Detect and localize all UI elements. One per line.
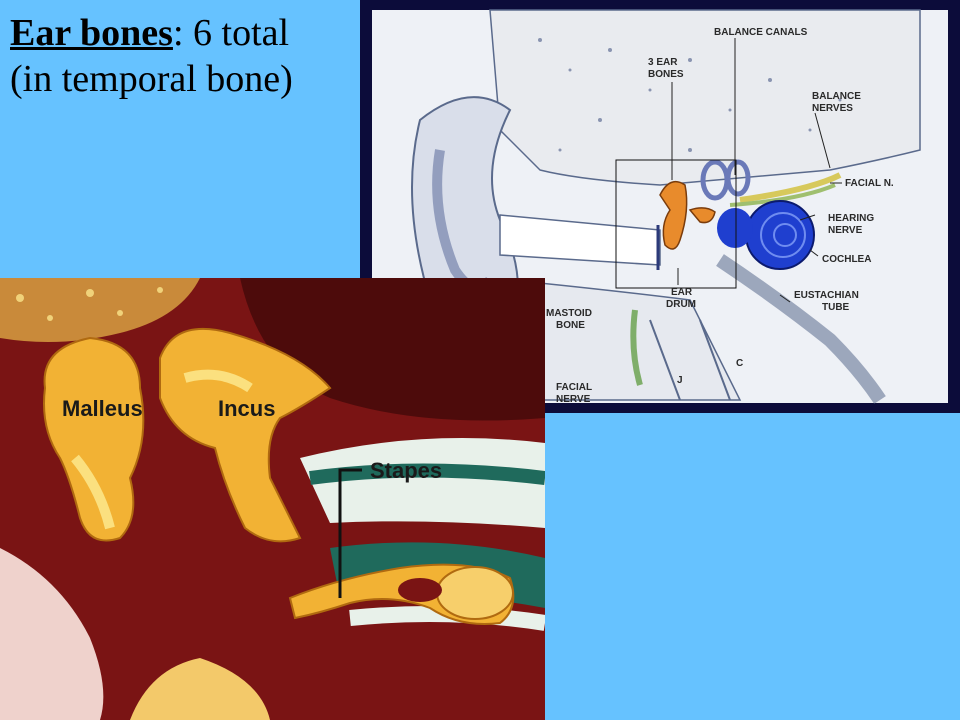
label-stapes: Stapes [370, 458, 442, 483]
balance-canals [700, 159, 751, 201]
malleus-highlight [71, 454, 115, 530]
eustachian-tube [716, 254, 886, 404]
label-eustachian-tube-line-1: EUSTACHIAN [794, 290, 859, 301]
label-eustachian-tube-line-2: TUBE [822, 302, 850, 313]
label-facial-nerve-line-1: FACIAL [556, 382, 592, 393]
stapes-leader [338, 468, 362, 598]
ossicles-closeup-figure: Malleus Incus Stapes [0, 278, 545, 720]
stapes-opening [398, 578, 442, 602]
bone-top-speckles [16, 287, 163, 321]
cochlea-shape [717, 200, 815, 270]
title-line-1: Ear bones: 6 total [10, 10, 370, 56]
label-facial-n: FACIAL N. [845, 178, 894, 189]
incus-highlight [183, 369, 253, 393]
tympanic-pink [0, 548, 104, 720]
ossicles-shape [659, 180, 688, 250]
title-count: : 6 total [172, 12, 290, 54]
title-term: Ear bones [10, 12, 173, 54]
leader-lines [671, 38, 842, 303]
incus-shape [159, 327, 332, 543]
ossicles-highlight-box [615, 159, 737, 289]
label-ear-bones-line-2: BONES [648, 69, 684, 80]
label-j: J [677, 375, 683, 386]
title-line-2: (in temporal bone) [10, 58, 293, 100]
label-balance-nerves-line-1: BALANCE [812, 91, 861, 102]
jaw-lines [649, 319, 731, 401]
label-facial-nerve-line-2: NERVE [556, 394, 591, 405]
label-ear-drum-line-1: EAR [671, 287, 693, 298]
label-cochlea: COCHLEA [822, 254, 871, 265]
bone-speckles [538, 38, 842, 152]
label-hearing-nerve-line-1: HEARING [828, 213, 874, 224]
label-malleus: Malleus [62, 396, 143, 421]
ear-canal [499, 214, 661, 266]
label-hearing-nerve-line-2: NERVE [828, 225, 863, 236]
label-mastoid-bone-line-2: BONE [556, 320, 585, 331]
label-c: C [736, 358, 743, 369]
temporal-bone [489, 9, 921, 186]
label-incus: Incus [218, 396, 275, 421]
membrane-white [300, 438, 545, 528]
label-balance-canals: BALANCE CANALS [714, 27, 808, 38]
slide-title: Ear bones: 6 total (in temporal bone) [10, 10, 370, 102]
stapes-footplate [436, 566, 514, 620]
membrane-teal-1 [309, 463, 545, 485]
label-balance-nerves-line-2: NERVES [812, 103, 853, 114]
facial-nerve [630, 309, 643, 386]
malleus-shape [43, 336, 145, 542]
stapes-shape [688, 207, 716, 224]
balance-nerve-bundle [739, 172, 842, 203]
label-ear-bones-line-1: 3 EAR [648, 57, 678, 68]
facial-nerve-branch [729, 183, 836, 207]
ossicles-closeup-illustration: Malleus Incus Stapes [0, 278, 545, 720]
bone-top [0, 278, 200, 342]
lower-bone [130, 658, 270, 720]
label-ear-drum-line-2: DRUM [666, 299, 696, 310]
label-mastoid-bone-line-1: MASTOID [546, 308, 592, 319]
